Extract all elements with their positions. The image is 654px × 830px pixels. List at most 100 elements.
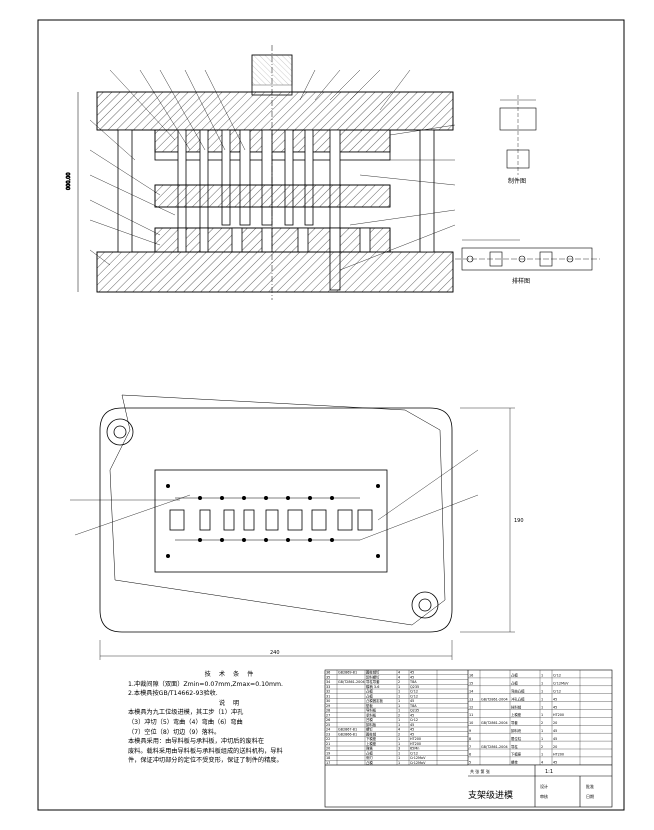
drawing-border (37, 19, 625, 811)
bom-cell: 1 (398, 690, 400, 694)
bom-cell: 2 (398, 680, 400, 684)
bom-cell: 卸料板 (366, 722, 377, 727)
bom-cell: 45 (553, 729, 557, 733)
bom-cell: 12 (469, 705, 473, 709)
bom-cell: 31 (326, 694, 330, 698)
bom-cell: 45 (410, 728, 414, 732)
bom-cell: Q235 (410, 685, 419, 689)
bom-cell: HT200 (553, 753, 564, 757)
bom-cell: HT200 (410, 737, 421, 741)
bom-cell: Cr12 (410, 690, 418, 694)
bom-cell: 18 (326, 756, 330, 760)
bom-cell: 卸料螺钉 (366, 674, 380, 679)
bom-cell: 5 (469, 761, 471, 765)
bom-cell: 45 (410, 723, 414, 727)
bom-cell: 4 (398, 671, 400, 675)
bom-cell: 20 (326, 747, 330, 751)
bom-cell: 32 (326, 690, 330, 694)
plate-height-dimension: 190 (514, 518, 524, 524)
bom-cell: 导柱导套 (366, 679, 380, 684)
bom-cell: 上模座 (511, 712, 522, 717)
bom-cell: 30 (326, 699, 330, 703)
bom-cell: 29 (326, 704, 330, 708)
bom-cell: 2 (541, 721, 543, 725)
bom-cell: 23 (326, 732, 330, 736)
bom-cell: 45 (410, 671, 414, 675)
bom-cell: 下模座 (366, 736, 377, 741)
bom-cell: 1 (398, 694, 400, 698)
bom-cell: Cr12 (410, 718, 418, 722)
bom-cell: 侧刃 (366, 755, 373, 760)
bom-cell: 圆柱销 (366, 731, 377, 736)
sheet-label: 共 张 第 张 (470, 768, 490, 774)
bom-cell: 20 (553, 745, 557, 749)
bom-cell: 25 (326, 723, 330, 727)
bom-cell: Cr12 (553, 690, 561, 694)
bom-cell: 1 (398, 704, 400, 708)
bom-cell: 弹簧 (366, 746, 373, 751)
bom-cell: 45 (410, 713, 414, 717)
bom-cell: 1 (398, 756, 400, 760)
bom-cell: 下模座 (511, 752, 522, 757)
bom-cell: 45 (553, 705, 557, 709)
bom-cell: 限位柱 (511, 736, 522, 741)
bom-cell: 8 (469, 737, 471, 741)
bom-cell: 45 (553, 697, 557, 701)
bom-cell: 冲孔凸模 (511, 696, 525, 701)
bom-cell: 24 (326, 728, 330, 732)
bom-cell: 1 (541, 682, 543, 686)
bom-cell: GB2869-81 (338, 671, 357, 675)
bom-cell: 凸模 (366, 693, 373, 698)
bom-cell: GB2867-81 (338, 728, 357, 732)
part-drawing (499, 95, 537, 175)
bom-cell: 33 (326, 685, 330, 689)
bom-cell: GB/T2861-2004 (481, 745, 508, 749)
bom-cell: 34 (326, 680, 330, 684)
bom-cell: 16 (469, 674, 473, 678)
bom-cell: 1 (398, 723, 400, 727)
bom-cell: 45 (410, 699, 414, 703)
scale-label: 1:1 (545, 769, 553, 775)
bom-cell: Cr12 (410, 694, 418, 698)
bom-cell: 4 (541, 761, 543, 765)
date-label: 日期 (586, 793, 594, 799)
bom-cell: 导柱 (511, 744, 518, 749)
bom-cell: 2 (398, 713, 400, 717)
bom-cell: 凸模 (511, 673, 518, 678)
overall-height-dimension: 000.00 (66, 173, 72, 191)
bom-cell: 36 (326, 671, 330, 675)
bom-cell: 2 (398, 732, 400, 736)
bom-cell: 1 (541, 729, 543, 733)
bom-cell: 凸模 (366, 750, 373, 755)
bom-cell: 导套 (511, 720, 518, 725)
bom-cell: Cr12MoV (553, 682, 569, 686)
bom-cell: Cr12 (553, 674, 561, 678)
bom-cell: Cr12MoV (410, 756, 426, 760)
bom-cell: 1 (398, 737, 400, 741)
bom-cell: T8A (409, 680, 417, 684)
bom-cell: 1 (398, 751, 400, 755)
bom-cell: 9 (469, 729, 471, 733)
bom-cell: 螺栓 (511, 760, 518, 765)
strip-layout (455, 239, 600, 271)
bom-cell: 上模座 (366, 741, 377, 746)
bom-cell: 7 (469, 745, 471, 749)
bom-cell: 1 (398, 718, 400, 722)
explanation-line: 本模具为九工位级进模，其工步（1）冲孔 (128, 709, 244, 717)
bom-cell: 挡料销 (511, 704, 522, 709)
bom-cell: 1 (398, 761, 400, 765)
bom-cell: 1 (541, 705, 543, 709)
bom-cell: 27 (326, 713, 330, 717)
designer-label: 设计 (540, 783, 548, 789)
bom-cell: 13 (469, 697, 473, 701)
tech-requirement-line: 1.冲裁间隙（双面）Zmin=0.07mm,Zmax=0.10mm. (128, 680, 283, 688)
bom-cell: 45 (410, 675, 414, 679)
bom-cell: 17 (326, 761, 330, 765)
bom-cell: 14 (469, 690, 473, 694)
bom-cell: 28 (326, 709, 330, 713)
bom-cell: 弯曲凸模 (511, 689, 525, 694)
bom-cell: 凸模固定板 (366, 698, 384, 703)
plan-view (70, 394, 515, 660)
